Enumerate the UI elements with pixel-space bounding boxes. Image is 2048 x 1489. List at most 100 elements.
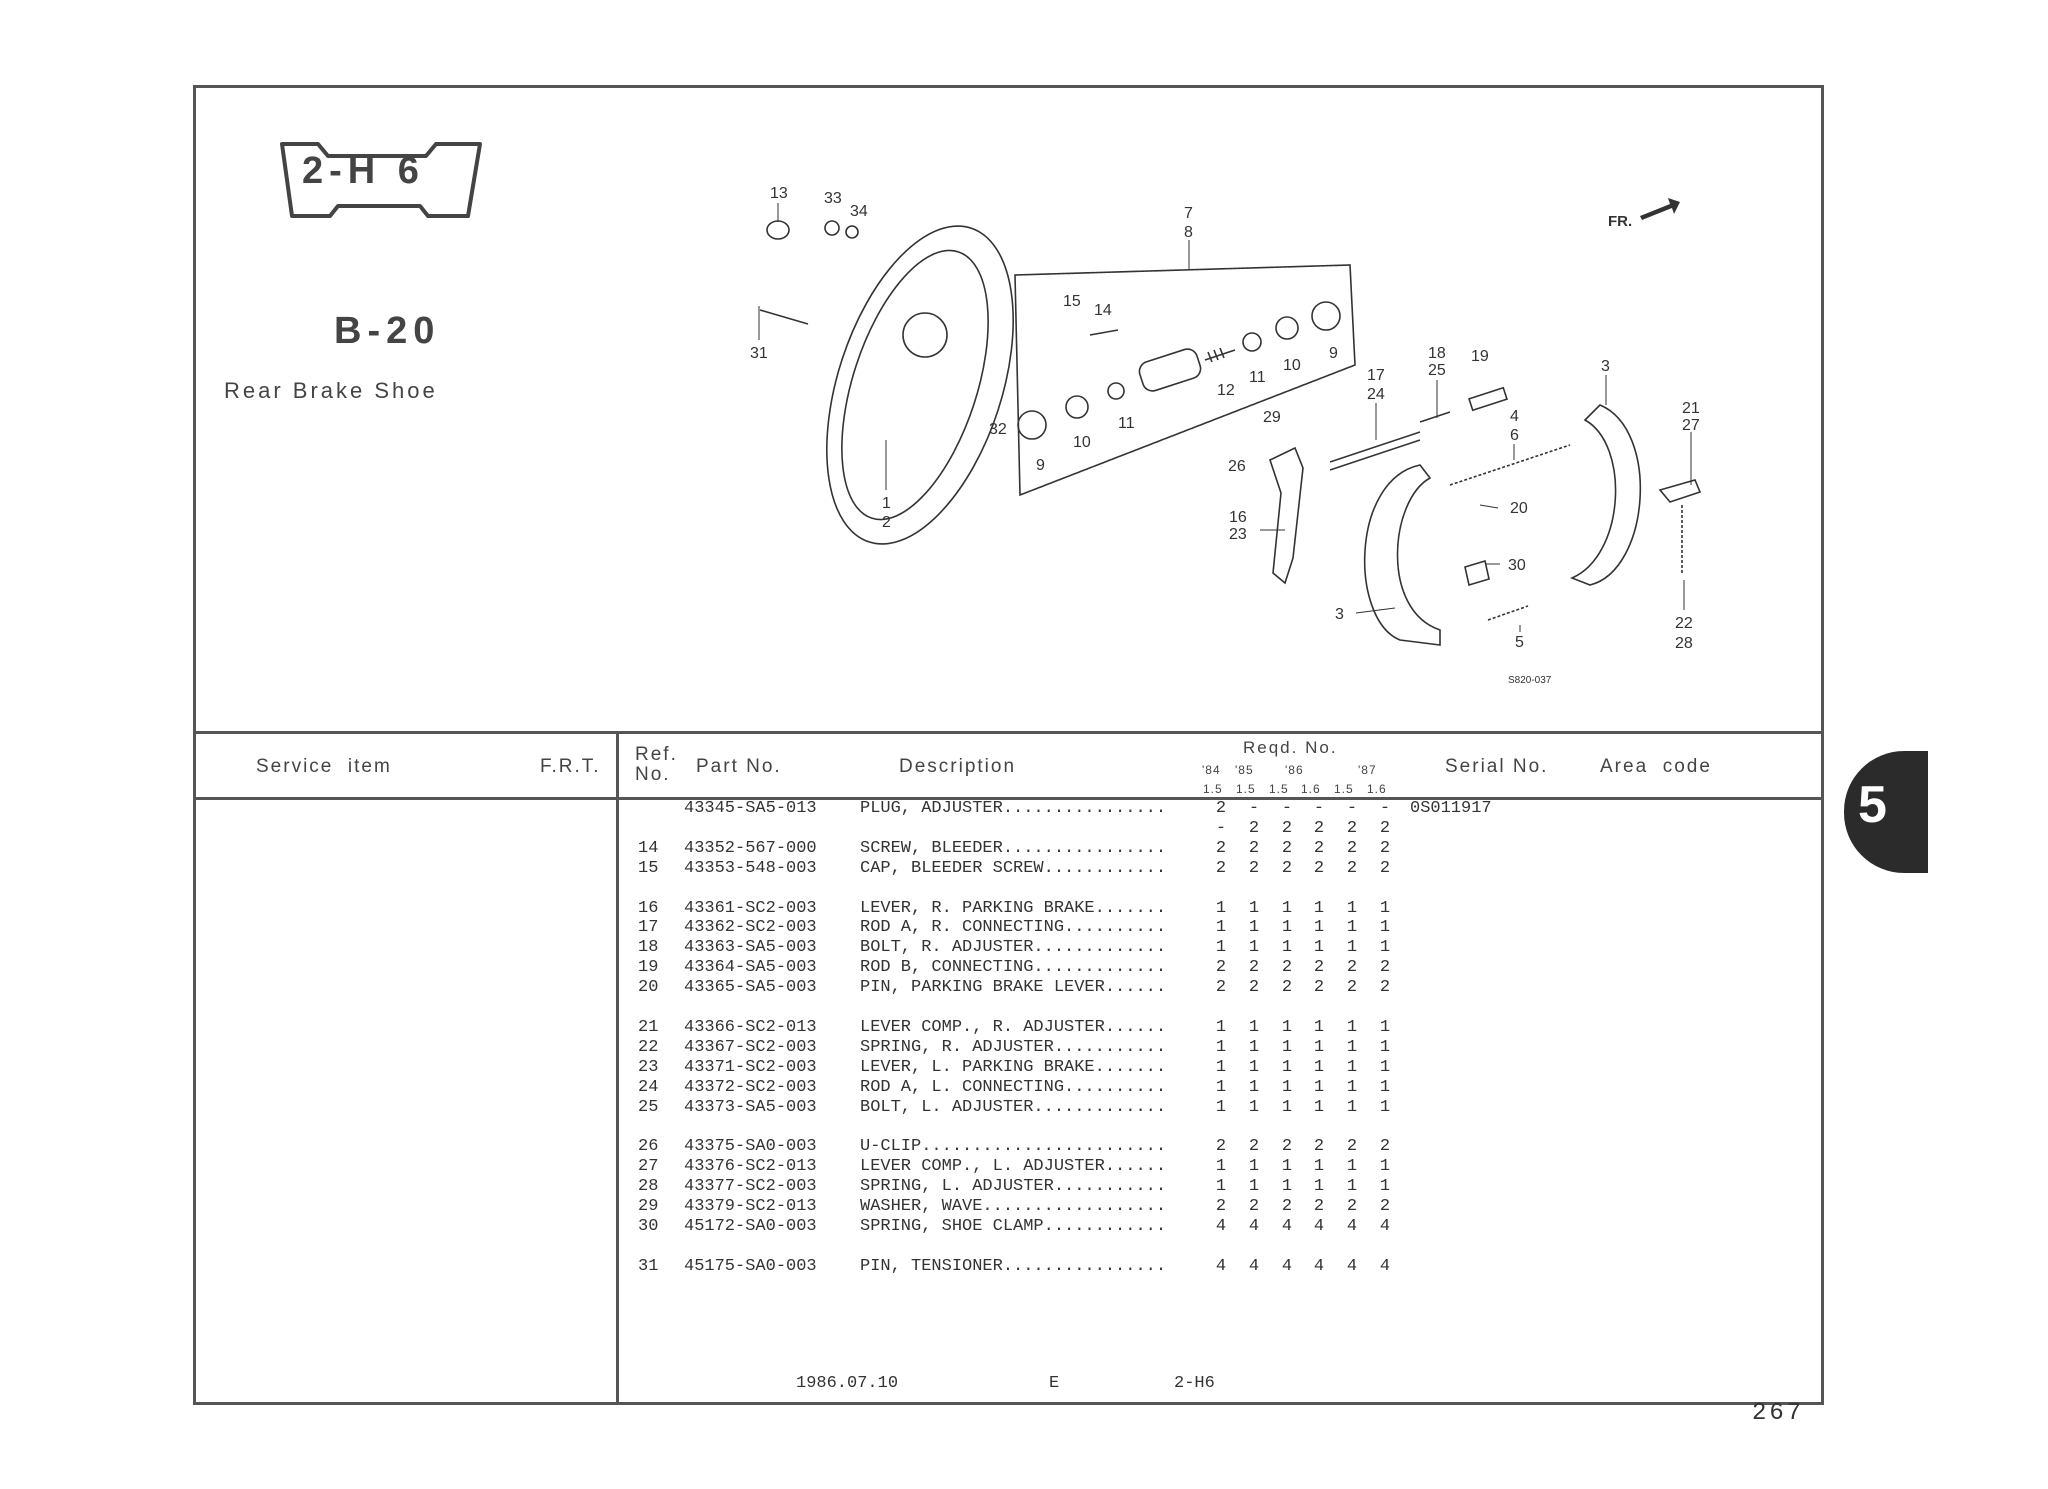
qty-cell: 1 [1248,1057,1260,1077]
callout: 1 [882,495,891,512]
qty-cell: 1 [1248,1077,1260,1097]
footer-code: 2-H6 [1174,1374,1215,1393]
qty-cell: 4 [1215,1256,1227,1276]
header-serial-no: Serial No. [1445,756,1549,777]
callout: 7 [1184,205,1193,222]
qty-cell: 2 [1379,1197,1391,1216]
callout: 23 [1229,526,1247,543]
qty-cell: 2 [1313,958,1325,978]
callout: 13 [770,185,788,202]
qty-cell: 2 [1281,1137,1293,1157]
qty-cell: - [1215,818,1227,838]
description-cell: SPRING, R. ADJUSTER........... [860,1037,1167,1057]
qty-cell: 2 [1281,858,1293,878]
qty-cell: - [1248,799,1260,818]
description-cell: PIN, TENSIONER................ [860,1256,1167,1276]
qty-cell: 1 [1248,1097,1260,1117]
qty-cell: 2 [1248,958,1260,978]
callout: 34 [850,203,868,220]
ref-no-cell: 23 [638,1057,659,1077]
column-divider [616,731,619,1402]
qty-cell: 2 [1313,1197,1325,1216]
header-year: '87 [1358,763,1377,777]
callout: 5 [1515,634,1524,651]
qty-cell: 4 [1248,1216,1260,1236]
callout: 9 [1329,345,1338,362]
drawing-number: S820-037 [1508,675,1552,686]
description-cell: BOLT, R. ADJUSTER............. [860,938,1167,958]
header-displacement: 1.5 [1269,782,1289,796]
pin-tensioner [759,309,809,325]
qty-cell: 2 [1281,958,1293,978]
footer-date: 1986.07.10 [796,1374,899,1393]
callout: 30 [1508,557,1526,574]
header-area-code: Area code [1600,756,1712,777]
ref-no-cell: 28 [638,1177,659,1197]
qty-cell: - [1379,799,1391,818]
callout: 11 [1249,369,1266,386]
qty-cell: 4 [1346,1216,1358,1236]
qty-cell: - [1346,799,1358,818]
qty-cell: 1 [1281,938,1293,958]
qty-cell: 2 [1248,818,1260,838]
qty-cell: 1 [1346,1077,1358,1097]
table-row [0,879,2048,899]
ref-no-cell: 21 [638,1017,659,1037]
qty-cell: 2 [1379,958,1391,978]
qty-cell: 1 [1313,1057,1325,1077]
description-cell: LEVER COMP., R. ADJUSTER...... [860,1017,1167,1037]
ref-no-cell: 30 [638,1216,659,1236]
qty-cell: 1 [1346,1057,1358,1077]
qty-cell: 1 [1248,918,1260,938]
callout: 20 [1510,500,1528,517]
group-code: B-20 [334,310,441,352]
header-ref-no-line1: Ref. [635,744,678,765]
brake-shoe-left [1363,464,1441,646]
qty-cell: 1 [1215,1177,1227,1197]
qty-cell: 1 [1379,1057,1391,1077]
qty-cell: 2 [1379,818,1391,838]
qty-cell: 1 [1379,1037,1391,1057]
qty-cell: 1 [1215,1097,1227,1117]
qty-cell: 2 [1248,978,1260,998]
piston-left [1065,395,1089,419]
qty-cell: 2 [1215,1137,1227,1157]
washer [845,225,859,239]
qty-cell: 2 [1215,958,1227,978]
part-no-cell: 43365-SA5-003 [684,978,817,998]
callout: 16 [1229,509,1247,526]
qty-cell: 4 [1281,1216,1293,1236]
qty-cell: 1 [1248,938,1260,958]
qty-cell: 2 [1379,978,1391,998]
rod-b [1468,386,1508,412]
ref-no-cell: 22 [638,1037,659,1057]
ref-no-cell: 26 [638,1137,659,1157]
qty-cell: 4 [1346,1256,1358,1276]
qty-cell: 1 [1313,1177,1325,1197]
header-reqd-no: Reqd. No. [1243,738,1338,757]
part-no-cell: 43377-SC2-003 [684,1177,817,1197]
part-no-cell: 43367-SC2-003 [684,1037,817,1057]
qty-cell: 4 [1379,1256,1391,1276]
qty-cell: 1 [1215,1037,1227,1057]
ref-no-cell: 24 [638,1077,659,1097]
connecting-rod [1329,431,1421,471]
callout: 12 [1217,382,1235,399]
qty-cell: 1 [1313,918,1325,938]
part-no-cell: 43352-567-000 [684,838,817,858]
qty-cell: 2 [1379,858,1391,878]
qty-cell: 1 [1281,1157,1293,1177]
ref-no-cell: 18 [638,938,659,958]
callout: 15 [1063,293,1081,310]
callout: 11 [1118,415,1135,432]
header-displacement: 1.6 [1367,782,1387,796]
qty-cell: 1 [1379,1157,1391,1177]
adjuster-bolt [1419,411,1451,423]
description-cell: LEVER, L. PARKING BRAKE....... [860,1057,1167,1077]
header-ref-no-line2: No. [635,764,671,785]
